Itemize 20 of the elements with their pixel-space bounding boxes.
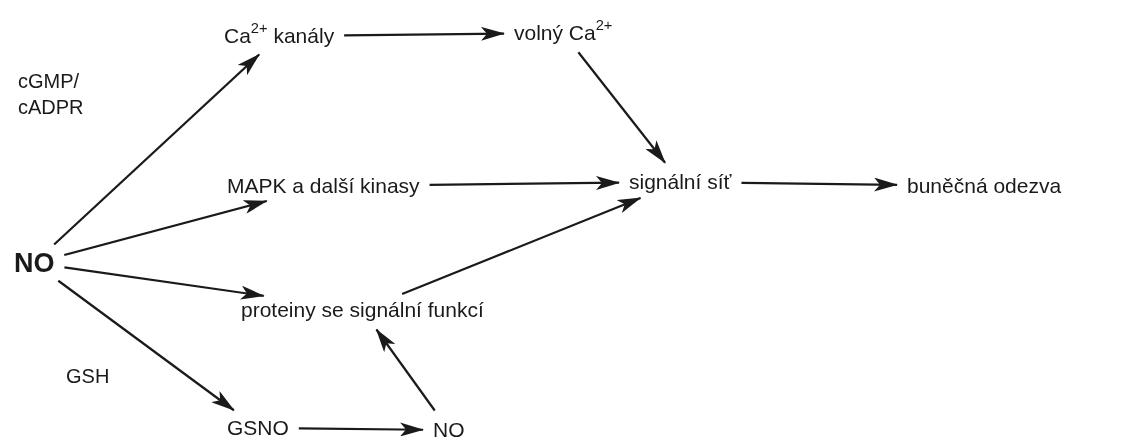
node-label: NO xyxy=(431,417,467,443)
node-label: buněčná odezva xyxy=(905,173,1064,199)
node-label: NO xyxy=(12,250,57,276)
arrow xyxy=(63,200,268,257)
arrow xyxy=(64,266,265,300)
arrow xyxy=(57,279,235,412)
arrow xyxy=(577,51,666,164)
node-label: MAPK a další kinasy xyxy=(225,173,422,199)
node-label: Ca$^{2+}$ kanály xyxy=(222,23,337,49)
arrow xyxy=(298,422,424,437)
node-label: GSNO xyxy=(225,415,291,441)
arrow xyxy=(741,177,898,192)
arrow xyxy=(375,328,436,412)
arrow xyxy=(344,26,505,41)
node-label: signální síť xyxy=(627,169,734,195)
node-label: volný Ca$^{2+}$ xyxy=(512,20,615,46)
arrow xyxy=(401,196,642,296)
arrow xyxy=(429,175,620,190)
node-label: proteiny se signální funkcí xyxy=(239,297,486,323)
arrow xyxy=(53,53,260,246)
